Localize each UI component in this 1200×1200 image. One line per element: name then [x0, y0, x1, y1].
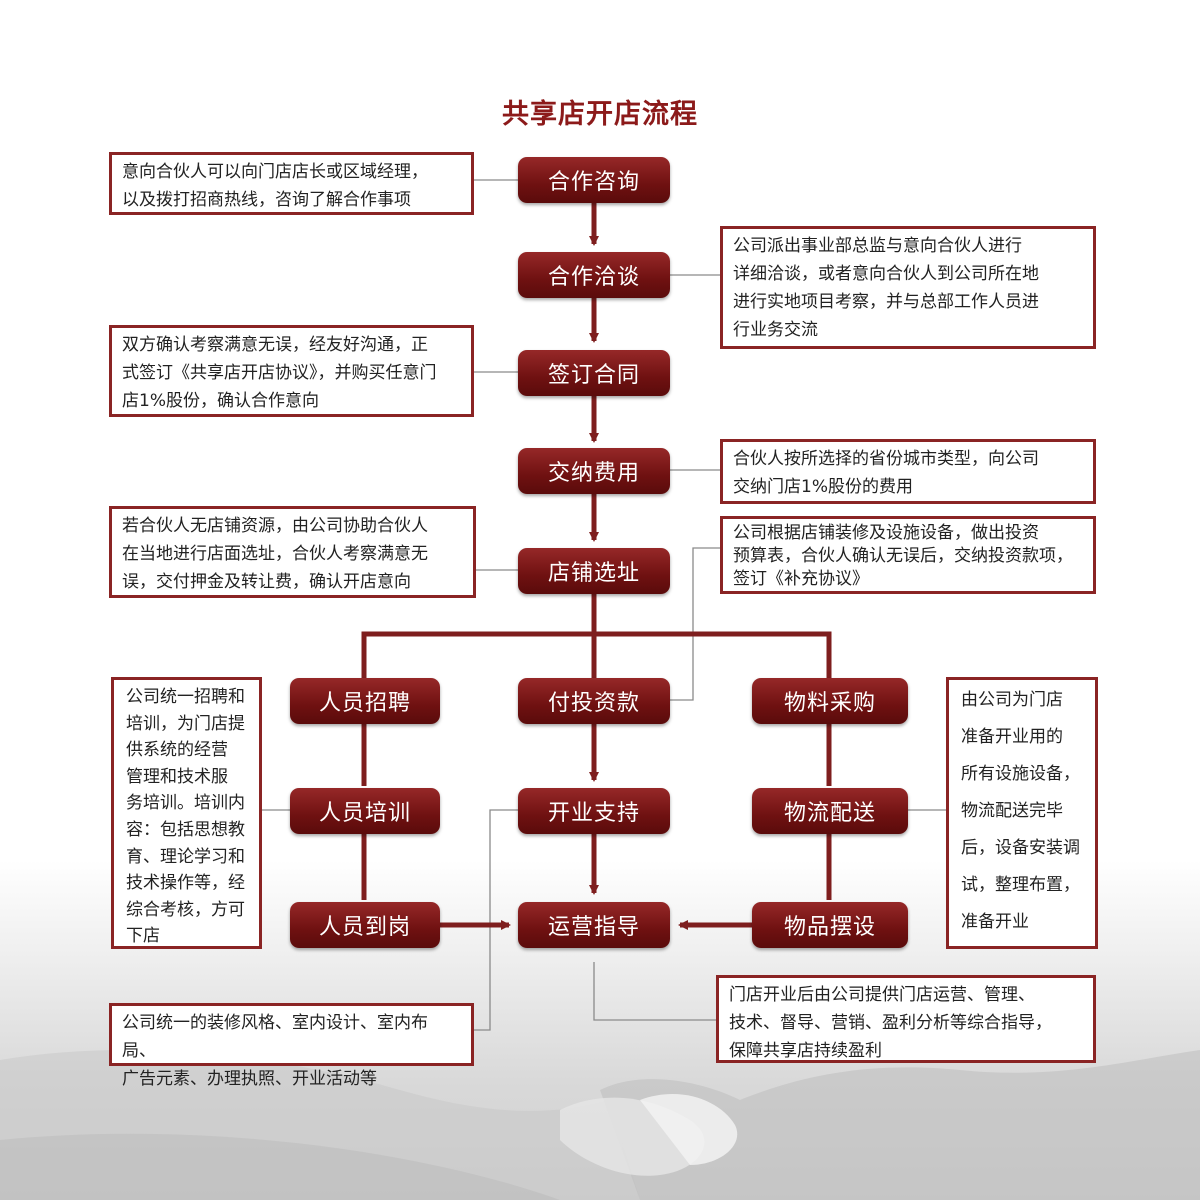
note-sign-contract: 双方确认考察满意无误，经友好沟通，正 式签订《共享店开店协议》，并购买任意门 店… — [109, 325, 474, 417]
step-onboard: 人员到岗 — [290, 902, 440, 948]
note-logistics: 由公司为门店 准备开业用的 所有设施设备， 物流配送完毕 后，设备安装调 试，整… — [946, 677, 1098, 949]
step-site-selection: 店铺选址 — [518, 548, 670, 594]
step-training: 人员培训 — [290, 788, 440, 834]
flow-arrows — [361, 203, 832, 930]
step-recruit: 人员招聘 — [290, 678, 440, 724]
page-title: 共享店开店流程 — [502, 99, 698, 130]
step-invest: 付投资款 — [518, 678, 670, 724]
step-operation-guidance: 运营指导 — [518, 902, 670, 948]
note-leader-lines — [262, 179, 946, 1031]
step-negotiate: 合作洽谈 — [518, 252, 670, 298]
note-operation-guidance: 门店开业后由公司提供门店运营、管理、 技术、督导、营销、盈利分析等综合指导， 保… — [716, 975, 1096, 1063]
note-site-selection: 若合伙人无店铺资源，由公司协助合伙人 在当地进行店面选址，合伙人考察满意无 误，… — [109, 506, 476, 598]
note-pay-fee: 合伙人按所选择的省份城市类型，向公司 交纳门店1%股份的费用 — [720, 439, 1096, 504]
step-purchase: 物料采购 — [752, 678, 908, 724]
step-consult: 合作咨询 — [518, 157, 670, 203]
step-pay-fee: 交纳费用 — [518, 448, 670, 494]
note-consult: 意向合伙人可以向门店店长或区域经理， 以及拨打招商热线，咨询了解合作事项 — [109, 152, 474, 215]
note-invest: 公司根据店铺装修及设施设备，做出投资 预算表，合伙人确认无误后，交纳投资款项， … — [720, 516, 1096, 594]
note-training: 公司统一招聘和 培训，为门店提 供系统的经营 管理和技术服 务培训。培训内 容：… — [111, 677, 262, 949]
step-sign-contract: 签订合同 — [518, 350, 670, 396]
step-display: 物品摆设 — [752, 902, 908, 948]
note-opening-support: 公司统一的装修风格、室内设计、室内布局、 广告元素、办理执照、开业活动等 — [109, 1003, 474, 1089]
note-negotiate: 公司派出事业部总监与意向合伙人进行 详细洽谈，或者意向合伙人到公司所在地 进行实… — [720, 226, 1096, 349]
step-logistics: 物流配送 — [752, 788, 908, 834]
step-opening-support: 开业支持 — [518, 788, 670, 834]
